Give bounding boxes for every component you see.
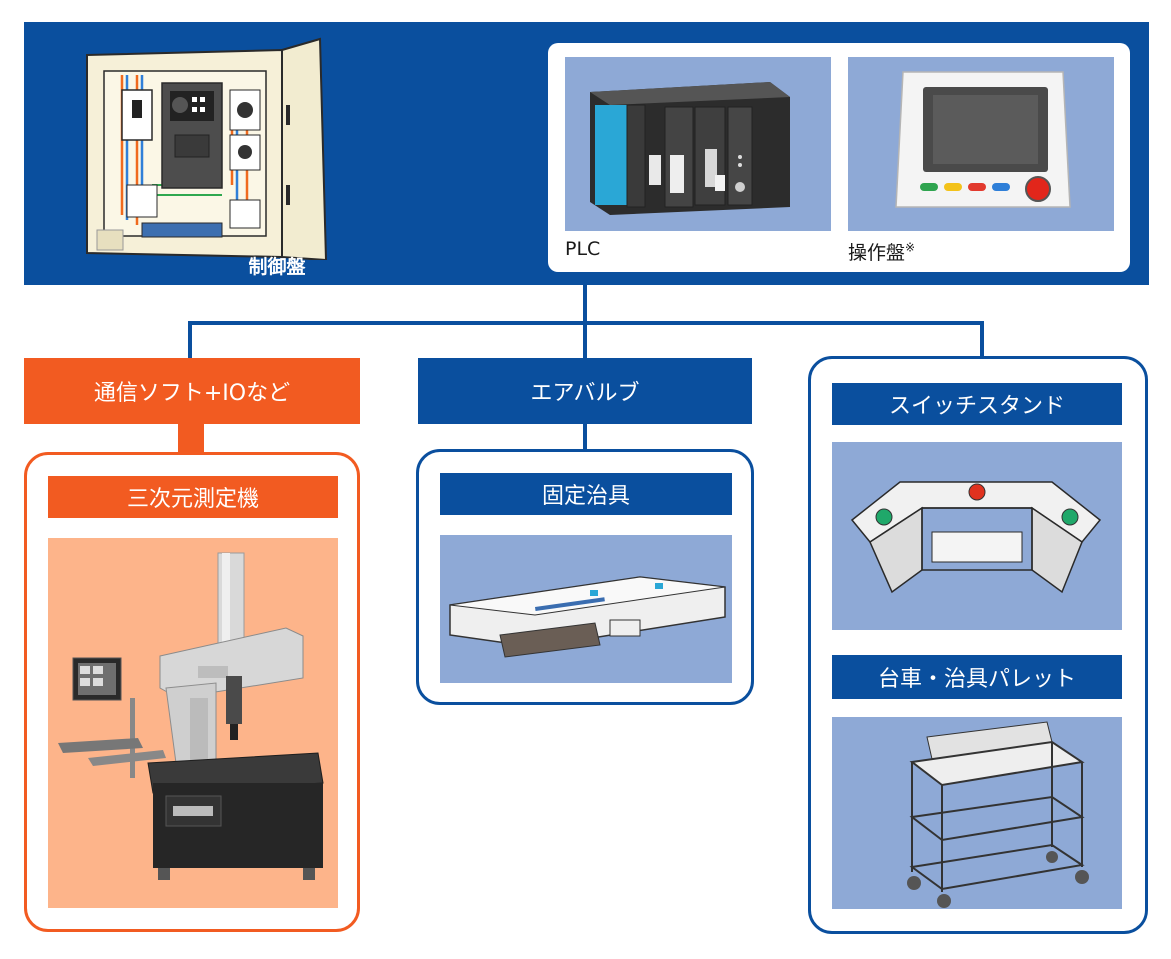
branch-center-drop <box>583 321 587 358</box>
cart-pallet-image <box>832 717 1122 909</box>
footnote-mark: ※ <box>905 240 916 255</box>
fixture-image <box>440 535 732 683</box>
center-connector <box>583 424 587 450</box>
plc-image <box>565 57 831 231</box>
orange-connector <box>178 424 204 454</box>
switch-stand-image <box>832 442 1122 630</box>
control-cabinet-illustration <box>82 35 332 260</box>
branch-left-drop <box>188 321 192 358</box>
cmm-label: 三次元測定機 <box>48 476 338 518</box>
operation-panel-text: 操作盤 <box>848 242 906 264</box>
fixture-label: 固定治具 <box>440 473 732 515</box>
category-label-air-valve: エアバルブ <box>418 358 752 424</box>
control-panel-label: 制御盤 <box>248 256 306 278</box>
category-label-comm-software: 通信ソフト+IOなど <box>24 358 360 424</box>
cmm-image <box>48 538 338 908</box>
plc-label: PLC <box>565 238 601 260</box>
switch-stand-label: スイッチスタンド <box>832 383 1122 425</box>
trunk-line <box>583 285 587 323</box>
cart-pallet-label: 台車・治具パレット <box>832 655 1122 699</box>
operation-panel-label: 操作盤※ <box>848 238 915 265</box>
operation-panel-image <box>848 57 1114 231</box>
branch-right-drop <box>980 321 984 358</box>
